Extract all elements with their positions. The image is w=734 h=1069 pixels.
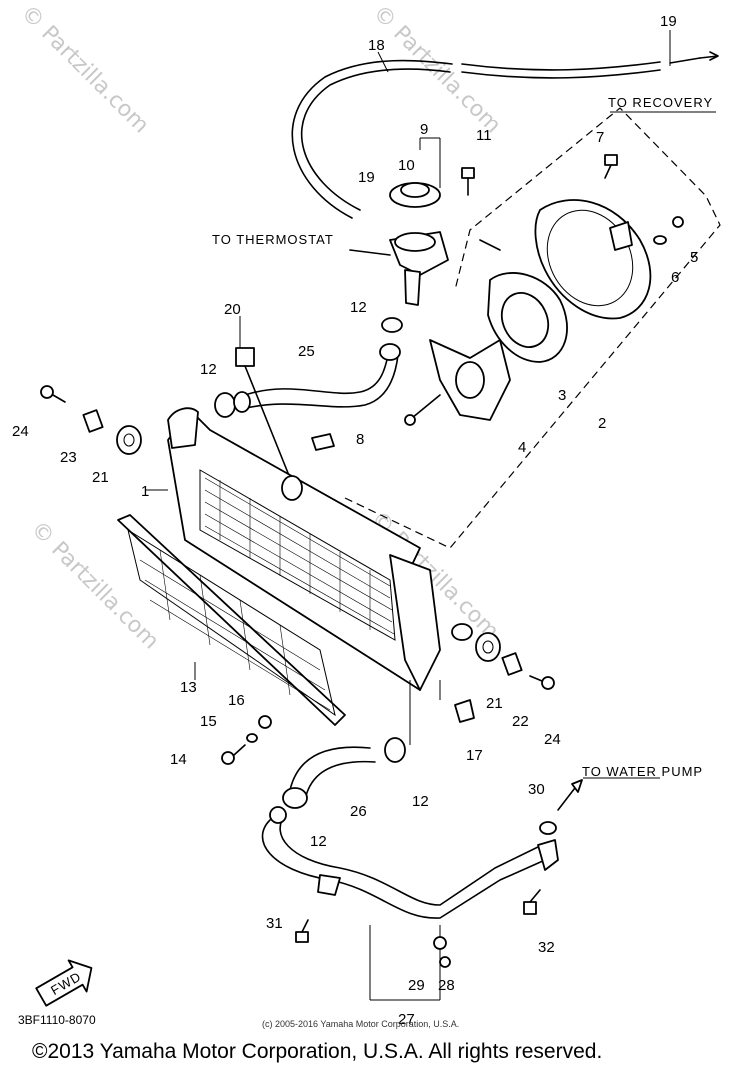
callout-22: 22: [512, 713, 529, 730]
callout-21-b: 21: [486, 695, 503, 712]
left-mount-parts: [40, 385, 142, 455]
callout-12-c: 12: [412, 793, 429, 810]
copyright-notice: ©2013 Yamaha Motor Corporation, U.S.A. A…: [32, 1040, 602, 1063]
callout-30: 30: [528, 781, 545, 798]
diagram-code: 3BF1110-8070: [18, 1013, 96, 1027]
note-to-recovery: TO RECOVERY: [608, 95, 713, 110]
fwd-arrow-badge: FWD: [35, 959, 93, 1007]
callout-21-a: 21: [92, 469, 109, 486]
callout-15: 15: [200, 713, 217, 730]
callout-5: 5: [690, 249, 698, 266]
watermark-top-left: © Partzilla.com: [16, 1, 154, 139]
callout-32: 32: [538, 939, 555, 956]
callout-29: 29: [408, 977, 425, 994]
callout-numbers: 1 2 3 4 5 6 7 8 9 10 11 12 12 12 12 12 1…: [12, 13, 698, 1028]
callout-23: 23: [60, 449, 77, 466]
clamp-12-upper: [214, 391, 251, 418]
bracket-17: [454, 699, 475, 723]
callout-13: 13: [180, 679, 197, 696]
callout-7: 7: [596, 129, 604, 146]
callout-9: 9: [420, 121, 428, 138]
callout-28: 28: [438, 977, 455, 994]
callout-4: 4: [518, 439, 526, 456]
callout-11: 11: [476, 127, 492, 144]
bolt-11: [461, 167, 475, 196]
fan-assembly-outline: [344, 107, 721, 549]
callout-1: 1: [141, 483, 149, 500]
bolts-14-15-16: [221, 715, 272, 765]
callout-12-b: 12: [200, 361, 217, 378]
callout-26: 26: [350, 803, 367, 820]
callout-31: 31: [266, 915, 283, 932]
callout-19-b: 19: [660, 13, 677, 30]
leader-lines: [146, 51, 716, 779]
fan-blade: [404, 339, 511, 426]
callout-10: 10: [398, 157, 415, 174]
callout-3: 3: [558, 387, 566, 404]
screws-5-6-7: [604, 154, 684, 245]
callout-27: 27: [398, 1011, 415, 1028]
callout-20: 20: [224, 301, 241, 318]
callout-12-a: 12: [350, 299, 367, 316]
radiator-hose-25: [237, 317, 403, 411]
fan-motor: [479, 239, 568, 363]
callout-12-d: 12: [310, 833, 327, 850]
callout-24-b: 24: [544, 731, 561, 748]
callout-25: 25: [298, 343, 315, 360]
callout-19-a: 19: [358, 169, 375, 186]
right-mount-parts: [475, 632, 555, 690]
drain-cap-20: [235, 347, 291, 479]
watermark-text: © Partzilla.com: [16, 1, 154, 139]
radiator-cap-housing: [349, 182, 449, 306]
recovery-hose: [291, 30, 719, 219]
callout-24-a: 24: [12, 423, 29, 440]
radiator-guard: [117, 514, 346, 726]
callout-2: 2: [598, 415, 606, 432]
callout-14: 14: [170, 751, 187, 768]
fan-shroud: [534, 199, 652, 320]
small-copyright: (c) 2005-2016 Yamaha Motor Corporation, …: [262, 1019, 459, 1029]
note-to-water-pump: TO WATER PUMP: [582, 764, 703, 779]
arrow-to-water-pump: [557, 779, 583, 811]
note-to-thermostat: TO THERMOSTAT: [212, 232, 334, 247]
bolts-28-29-31-32: [295, 889, 541, 968]
callout-17: 17: [466, 747, 483, 764]
callout-6: 6: [671, 269, 679, 286]
radiator-core: [167, 407, 473, 691]
grommet-8: [311, 433, 335, 451]
callout-18: 18: [368, 37, 385, 54]
callout-16: 16: [228, 692, 245, 709]
lower-hose-assembly: [261, 737, 559, 1001]
callout-8: 8: [356, 431, 364, 448]
